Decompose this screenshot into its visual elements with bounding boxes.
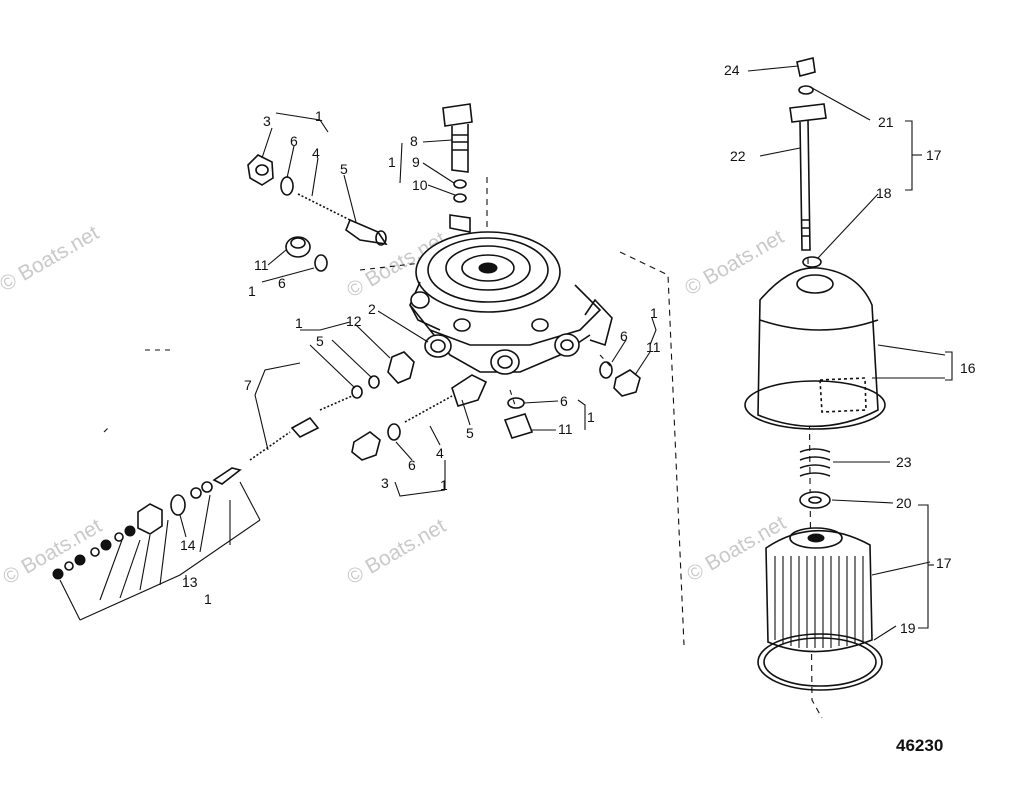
callout-labels: 3 6 4 5 1 8 9 10 1 11 6 1 2 1 12 5 7 6 1…: [180, 62, 976, 636]
callout-21: 21: [878, 114, 894, 130]
callout-1: 1: [295, 315, 303, 331]
watermarks: © Boats.net © Boats.net © Boats.net © Bo…: [0, 221, 790, 589]
callout-2: 2: [368, 301, 376, 317]
callout-6: 6: [620, 328, 628, 344]
callout-1: 1: [440, 477, 448, 493]
callout-24: 24: [724, 62, 740, 78]
filter-adapter-housing: [409, 214, 613, 375]
callout-6: 6: [290, 133, 298, 149]
callout-1: 1: [315, 108, 323, 124]
callout-1: 1: [388, 154, 396, 170]
callout-3: 3: [381, 475, 389, 491]
callout-1: 1: [248, 283, 256, 299]
callout-6: 6: [560, 393, 568, 409]
callout-8: 8: [410, 133, 418, 149]
callout-10: 10: [412, 177, 428, 193]
callout-22: 22: [730, 148, 746, 164]
callout-17: 17: [926, 147, 942, 163]
callout-13: 13: [182, 574, 198, 590]
filter-element-assembly: [757, 448, 883, 691]
callout-11: 11: [254, 257, 269, 273]
callout-11: 11: [558, 421, 573, 437]
plug-and-washer-upper: [285, 236, 328, 272]
leader-lines: [59, 65, 953, 641]
figure-number: 46230: [896, 736, 943, 755]
callout-14: 14: [180, 537, 196, 553]
callout-6: 6: [278, 275, 286, 291]
callout-23: 23: [896, 454, 912, 470]
callout-17: 17: [936, 555, 952, 571]
callout-6: 6: [408, 457, 416, 473]
callout-5: 5: [316, 333, 324, 349]
callout-19: 19: [900, 620, 916, 636]
callout-9: 9: [412, 154, 420, 170]
watermark: © Boats.net: [343, 514, 450, 589]
callout-18: 18: [876, 185, 892, 201]
callout-5: 5: [466, 425, 474, 441]
callout-12: 12: [346, 313, 362, 329]
callout-4: 4: [312, 145, 320, 161]
callout-16: 16: [960, 360, 976, 376]
relief-valve-top: [247, 154, 388, 246]
callout-4: 4: [436, 445, 444, 461]
callout-7: 7: [244, 377, 252, 393]
plug-and-washer-right: [503, 361, 641, 439]
watermark: © Boats.net: [0, 514, 106, 589]
callout-3: 3: [263, 113, 271, 129]
callout-11: 11: [646, 339, 661, 355]
callout-1: 1: [587, 409, 595, 425]
callout-20: 20: [896, 495, 912, 511]
callout-5: 5: [340, 161, 348, 177]
center-bolt: [442, 103, 473, 203]
valve-assembly-lower: [52, 351, 415, 580]
callout-1: 1: [204, 591, 212, 607]
watermark: © Boats.net: [0, 221, 103, 296]
callout-1: 1: [650, 305, 658, 321]
relief-valve-lower: [351, 374, 488, 461]
filter-can-assembly: [744, 57, 886, 430]
